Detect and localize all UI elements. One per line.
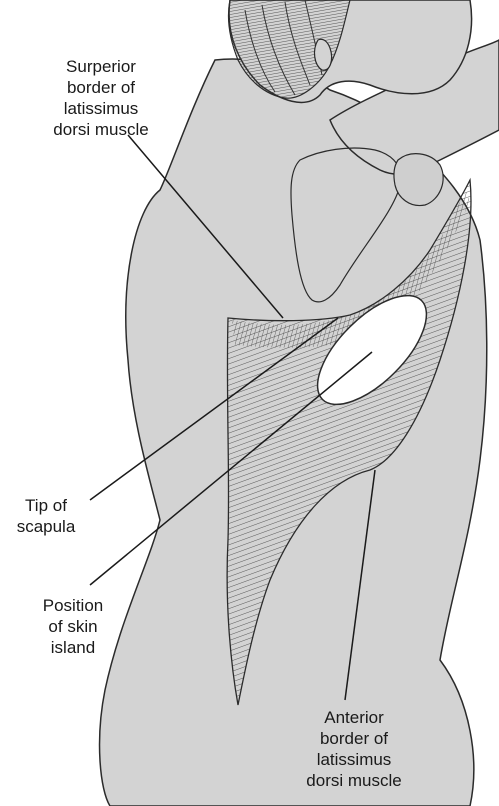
label-line: dorsi muscle (284, 770, 424, 791)
label-line: Position (28, 595, 118, 616)
label-line: scapula (6, 516, 86, 537)
label-line: dorsi muscle (27, 119, 175, 140)
label-line: Tip of (6, 495, 86, 516)
label-tip-of-scapula: Tip of scapula (6, 495, 86, 537)
label-line: Surperior (27, 56, 175, 77)
label-line: island (28, 637, 118, 658)
label-line: Anterior (284, 707, 424, 728)
label-superior-border: Surperior border of latissimus dorsi mus… (27, 56, 175, 140)
humeral-head (394, 154, 443, 206)
label-skin-island: Position of skin island (28, 595, 118, 658)
label-line: border of (27, 77, 175, 98)
label-line: of skin (28, 616, 118, 637)
label-line: border of (284, 728, 424, 749)
label-line: latissimus (27, 98, 175, 119)
label-line: latissimus (284, 749, 424, 770)
label-anterior-border: Anterior border of latissimus dorsi musc… (284, 707, 424, 791)
